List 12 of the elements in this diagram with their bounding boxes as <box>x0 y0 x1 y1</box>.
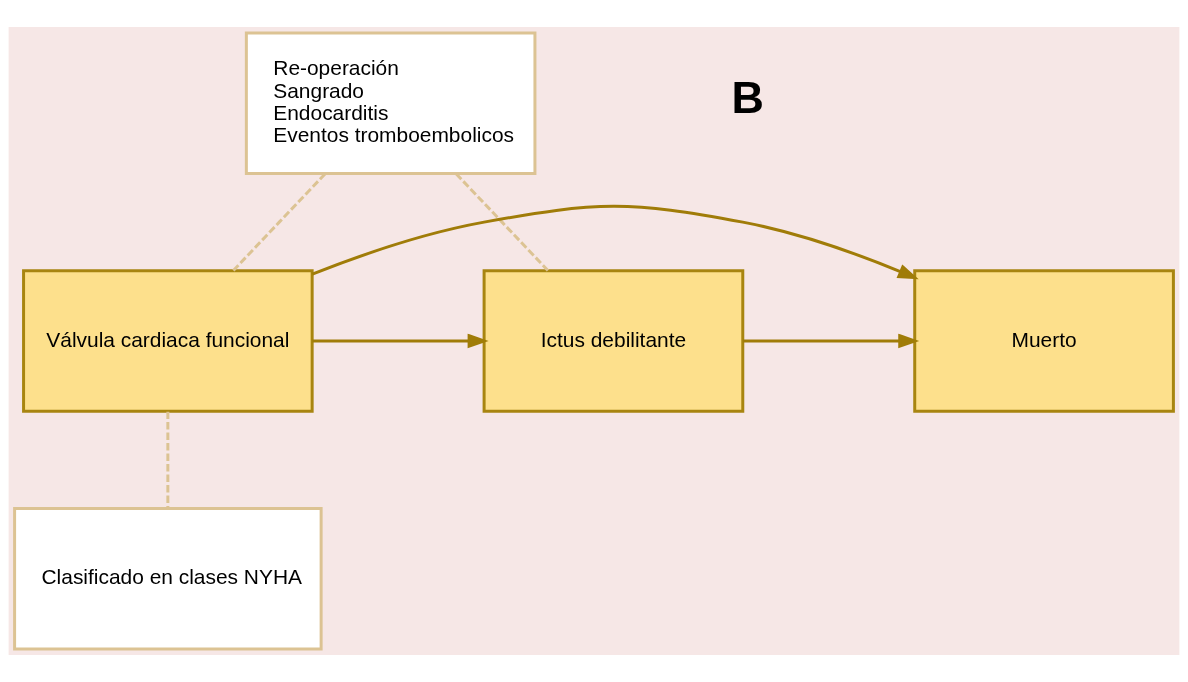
connector <box>232 172 327 272</box>
arrow <box>742 333 920 349</box>
arrow <box>312 333 489 349</box>
node-box: Ictus debilitante <box>482 269 745 413</box>
arrow <box>311 204 919 280</box>
node-box: Clasificado en clases NYHA <box>13 506 323 651</box>
label: B <box>731 71 764 123</box>
node-box: Re-operación Sangrado Endocarditis Eventos tromboembolicos <box>244 31 537 176</box>
connector <box>166 411 170 509</box>
node-box: Muerto <box>913 269 1175 413</box>
node-box: Válvula cardiaca funcional <box>22 269 314 413</box>
connector <box>455 172 549 272</box>
